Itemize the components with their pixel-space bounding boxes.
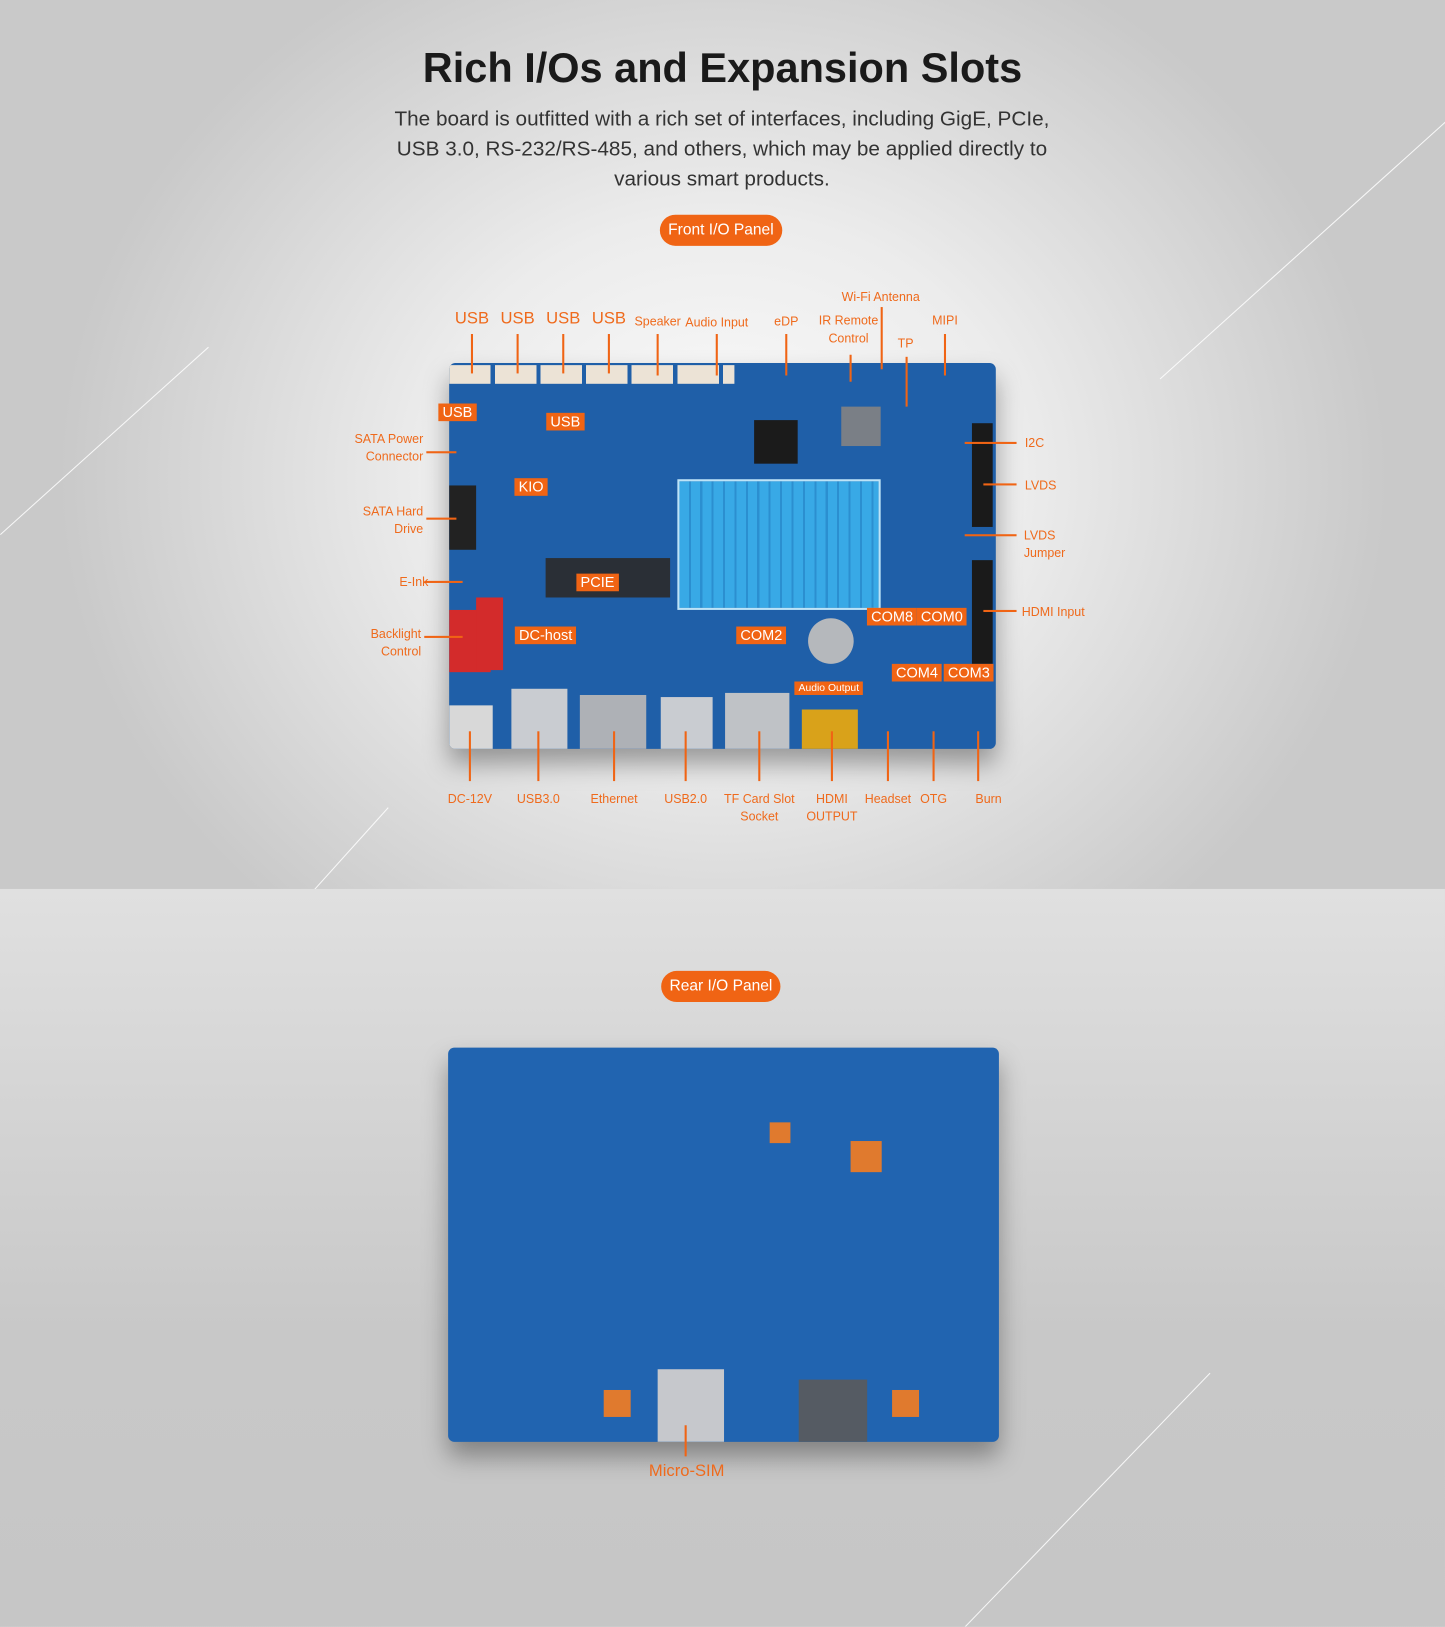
tag-audio-output: Audio Output bbox=[794, 681, 864, 695]
leader-line bbox=[715, 334, 718, 376]
label-audio-input: Audio Input bbox=[685, 315, 749, 330]
leader-line bbox=[943, 334, 947, 376]
pad bbox=[892, 1389, 920, 1417]
tag-com2: COM2 bbox=[736, 626, 787, 645]
label-headset: Headset bbox=[864, 791, 912, 806]
leader-line bbox=[849, 354, 852, 382]
leader-line bbox=[684, 731, 687, 782]
tag-kio: KIO bbox=[514, 478, 548, 496]
hdmi-port bbox=[801, 709, 858, 749]
leader-line bbox=[656, 334, 659, 376]
leader-line bbox=[562, 334, 565, 374]
ethernet-rear bbox=[798, 1379, 868, 1442]
label-otg: OTG bbox=[920, 791, 948, 806]
leader-line bbox=[964, 534, 1017, 537]
leader-line bbox=[684, 1425, 687, 1457]
decor-line bbox=[964, 1372, 1211, 1627]
tag-com3: COM3 bbox=[943, 663, 994, 682]
tag-com4: COM4 bbox=[891, 663, 943, 682]
leader-line bbox=[613, 731, 616, 782]
label-lvds: LVDS bbox=[1024, 478, 1057, 493]
label-edp: eDP bbox=[774, 314, 799, 329]
label-burn: Burn bbox=[975, 791, 1002, 806]
leader-line bbox=[424, 635, 463, 638]
coin-battery bbox=[808, 618, 854, 664]
tf-card-slot bbox=[725, 692, 790, 749]
leader-line bbox=[470, 334, 474, 374]
label-usb: USB bbox=[500, 310, 535, 328]
label-wi-fi-antenna: Wi-Fi Antenna bbox=[841, 289, 920, 304]
leader-line bbox=[932, 731, 935, 782]
chip bbox=[754, 420, 798, 464]
label-usb: USB bbox=[454, 310, 490, 328]
dc-host-connector bbox=[476, 597, 504, 671]
leader-line bbox=[758, 731, 761, 782]
leader-line bbox=[983, 483, 1017, 486]
tag-com0: COM0 bbox=[916, 607, 967, 626]
micro-sim-slot bbox=[657, 1369, 725, 1442]
leader-line bbox=[537, 731, 540, 782]
rear-section: Rear I/O Panel Micro-SIM bbox=[0, 888, 1445, 1627]
page-subtitle: The board is outfitted with a rich set o… bbox=[394, 107, 1050, 191]
pad bbox=[769, 1122, 791, 1144]
top-connectors bbox=[449, 365, 735, 384]
usb2-port bbox=[660, 697, 713, 749]
leader-line bbox=[516, 334, 519, 374]
label-micro-sim: Micro-SIM bbox=[648, 1462, 725, 1481]
pad bbox=[850, 1141, 882, 1173]
leader-line bbox=[426, 451, 457, 454]
label-usb: USB bbox=[591, 310, 626, 328]
dc-jack bbox=[449, 705, 493, 749]
front-io-panel-badge: Front I/O Panel bbox=[659, 214, 782, 246]
leader-line bbox=[964, 441, 1017, 444]
label-ethernet: Ethernet bbox=[590, 791, 638, 806]
lvds-header bbox=[971, 423, 993, 527]
page-title: Rich I/Os and Expansion Slots bbox=[422, 45, 1023, 92]
label-dc-12v: DC-12V bbox=[447, 791, 493, 806]
leader-line bbox=[468, 731, 471, 782]
decor-line bbox=[1159, 121, 1445, 380]
front-section: Rich I/Os and Expansion Slots The board … bbox=[0, 0, 1445, 889]
label-usb3-0: USB3.0 bbox=[516, 791, 560, 806]
tag-dc-host: DC-host bbox=[514, 626, 577, 645]
label-mipi: MIPI bbox=[932, 313, 958, 328]
label-speaker: Speaker bbox=[634, 314, 681, 329]
label-e-ink: E-Ink bbox=[399, 574, 429, 590]
leader-line bbox=[886, 731, 889, 782]
leader-line bbox=[785, 334, 788, 376]
leader-line bbox=[983, 609, 1017, 613]
leader-line bbox=[977, 731, 980, 782]
tag-usb: USB bbox=[546, 412, 585, 431]
rear-board-image bbox=[448, 1047, 999, 1442]
decor-line bbox=[0, 346, 209, 535]
wifi-module bbox=[841, 406, 881, 447]
front-board-image bbox=[449, 363, 996, 749]
label-hdmi-input: HDMI Input bbox=[1021, 604, 1085, 620]
leader-line bbox=[880, 307, 883, 370]
hdmi-input-header bbox=[971, 560, 993, 664]
tag-usb: USB bbox=[438, 403, 477, 422]
label-tp: TP bbox=[897, 336, 914, 351]
leader-line bbox=[905, 356, 908, 407]
rear-io-panel-badge: Rear I/O Panel bbox=[661, 970, 781, 1003]
label-i2c: I2C bbox=[1024, 435, 1045, 451]
heatsink bbox=[677, 479, 881, 610]
label-usb: USB bbox=[546, 310, 581, 328]
leader-line bbox=[426, 517, 457, 520]
leader-line bbox=[830, 731, 833, 782]
pad bbox=[603, 1389, 631, 1417]
leader-line bbox=[607, 334, 610, 374]
label-usb2-0: USB2.0 bbox=[664, 791, 708, 806]
decor-line bbox=[314, 807, 389, 889]
tag-com8: COM8 bbox=[866, 607, 918, 626]
leader-line bbox=[424, 580, 463, 583]
tag-pcie: PCIE bbox=[576, 573, 619, 592]
